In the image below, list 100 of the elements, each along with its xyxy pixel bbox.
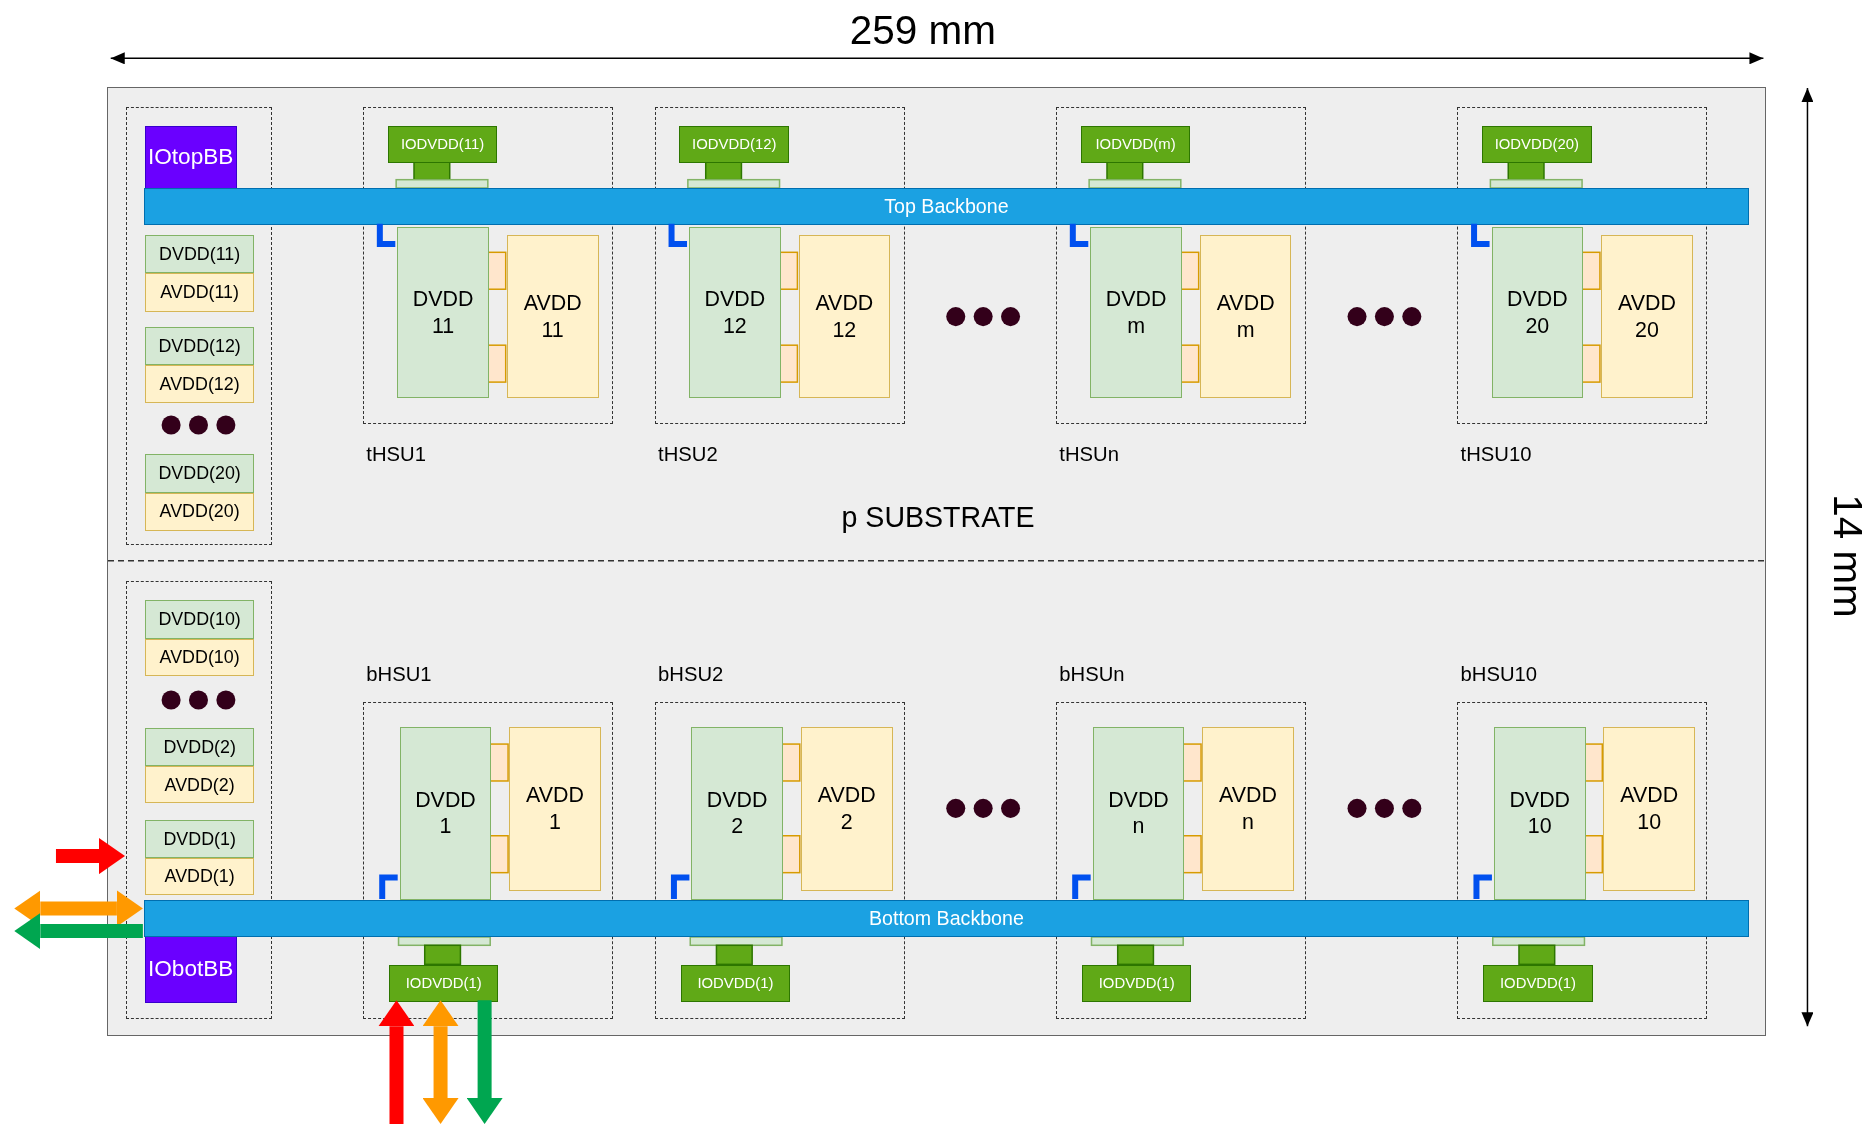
pad-label: IODVDD(11) [400,135,485,153]
digital-domain-block [1493,727,1586,900]
supply-cell [144,273,255,312]
backbone-bar [143,899,1749,937]
signal-arrow [422,1000,459,1124]
block-label: DVDD 1 [414,786,477,841]
group-label: tHSU10 [1460,442,1532,466]
block-label: AVDD 10 [1619,782,1680,837]
block-label: IObotBB [147,956,234,983]
analog-domain-block [798,235,891,399]
cell-label: AVDD(10) [159,647,240,668]
backbone-bar [143,187,1749,225]
signal-arrow [378,1000,415,1124]
block-label: AVDD 12 [814,290,875,344]
digital-domain-block [689,227,781,399]
supply-cell [144,365,255,404]
cell-label: AVDD(20) [159,501,240,522]
l-shaped-trace [1069,223,1089,248]
analog-domain-block [1601,235,1693,399]
cell-label: AVDD(11) [160,282,239,303]
group-label: bHSU2 [658,662,724,687]
pad-label: IODVDD(1) [697,975,774,993]
group-label: bHSUn [1059,662,1125,687]
cell-label: DVDD(12) [158,335,241,357]
analog-domain-block [506,235,599,399]
dimension-label: 14 mm [1827,494,1867,618]
io-pad-block [1080,125,1191,163]
block-label: IOtopBB [147,144,234,171]
digital-domain-block [1090,227,1182,399]
backbone-label: Top Backbone [884,195,1009,218]
l-shaped-trace [379,874,398,899]
l-shaped-trace [1473,874,1492,899]
signal-arrow [14,890,143,927]
supply-cell [144,819,255,859]
digital-domain-block [1092,727,1185,900]
group-label: bHSU10 [1460,662,1538,687]
pad-label: IODVDD(1) [1098,975,1175,993]
group-label: bHSU1 [366,662,432,687]
cell-label: AVDD(12) [159,373,240,395]
pad-label: IODVDD(12) [692,135,777,153]
signal-arrow [466,1000,503,1124]
supply-cell [144,492,255,531]
block-label: DVDD 10 [1508,786,1572,841]
supply-cell [144,766,255,804]
l-shaped-trace [670,874,690,899]
l-shaped-trace [1471,223,1490,248]
block-label: DVDD 20 [1506,285,1569,340]
pad-label: IODVDD(1) [1499,975,1576,993]
io-pad-block [1483,965,1593,1003]
group-label: tHSU2 [658,442,718,466]
cell-label: DVDD(1) [163,828,236,850]
digital-domain-block [691,727,784,900]
substrate-area [107,86,1766,1036]
io-pad-block [1482,125,1592,163]
backbone-label: Bottom Backbone [868,907,1024,930]
signal-arrow [14,913,143,950]
block-label: AVDD 1 [525,782,585,837]
supply-cell [144,235,255,274]
pad-label: IODVDD(20) [1494,135,1579,153]
group-label: tHSU1 [366,442,426,466]
substrate-label: p SUBSTRATE [841,500,1035,533]
block-label: DVDD 11 [411,285,475,340]
io-block [144,125,237,189]
cell-label: DVDD(2) [163,737,236,758]
cell-label: DVDD(20) [158,463,241,484]
block-label: AVDD 2 [816,782,877,837]
digital-domain-block [1491,227,1584,399]
supply-cell [144,728,255,767]
cell-label: DVDD(10) [158,609,241,630]
analog-domain-block [509,727,601,892]
analog-domain-block [800,727,893,892]
supply-cell [144,327,255,366]
io-pad-block [680,965,791,1003]
io-pad-block [679,125,789,163]
block-label: DVDD 12 [703,285,767,340]
block-label: AVDD m [1215,290,1276,344]
io-pad-block [387,125,498,163]
l-shaped-trace [668,223,688,248]
pad-label: IODVDD(1) [405,975,482,993]
cell-label: AVDD(1) [164,866,235,887]
block-label: AVDD 11 [522,290,583,344]
block-label: DVDD n [1107,786,1170,841]
supply-cell [144,599,255,639]
dimension-label: 259 mm [849,9,996,50]
analog-domain-block [1199,235,1292,399]
io-pad-block [1081,965,1192,1003]
signal-arrow [55,838,125,875]
l-shaped-trace [1072,874,1091,899]
analog-domain-block [1603,727,1696,892]
l-shaped-trace [376,223,396,248]
block-label: AVDD 20 [1616,290,1677,344]
cell-label: DVDD(11) [159,244,241,265]
cell-label: AVDD(2) [164,774,235,796]
digital-domain-block [399,727,492,900]
supply-cell [144,454,255,493]
io-block [144,935,237,1004]
block-label: AVDD n [1218,782,1278,837]
block-label: DVDD m [1104,285,1168,340]
analog-domain-block [1202,727,1294,892]
supply-cell [144,858,255,895]
